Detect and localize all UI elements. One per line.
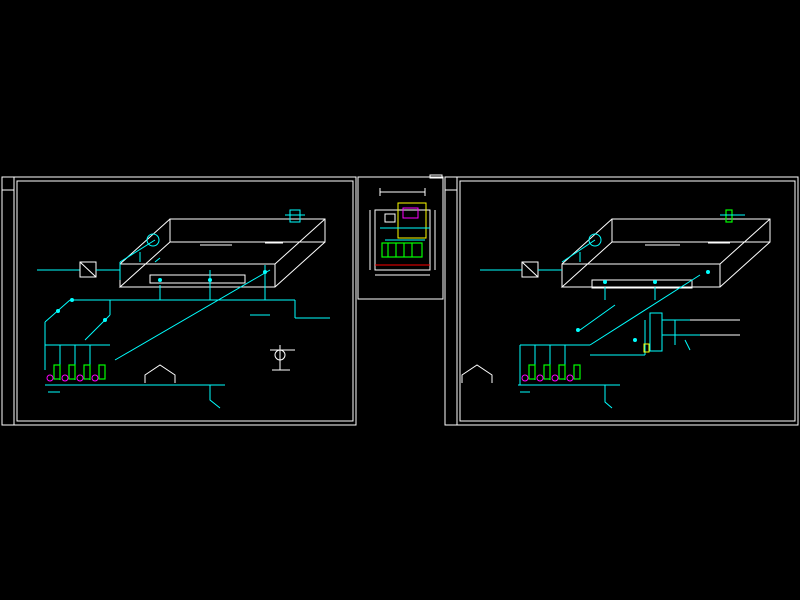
sheet-right-outer-border (444, 176, 799, 426)
sheet-middle-border (357, 176, 444, 300)
sheet-right-inner-border (459, 180, 796, 422)
left-piping (37, 233, 330, 409)
right-piping (480, 233, 740, 409)
sheet-left-outer-border (1, 176, 357, 426)
middle-plan (369, 202, 436, 276)
left-tank (118, 209, 326, 288)
left-pump-set (46, 364, 106, 382)
right-pump-house (461, 364, 493, 383)
right-tank (560, 209, 771, 289)
sheet-middle (357, 174, 444, 300)
left-pump-house (144, 364, 176, 383)
sheet-left-inner-border (16, 180, 354, 422)
left-auxiliary-fixture (270, 345, 295, 371)
sheet-left (1, 176, 357, 426)
sheet-right (444, 176, 799, 426)
right-pump-set (521, 364, 581, 382)
